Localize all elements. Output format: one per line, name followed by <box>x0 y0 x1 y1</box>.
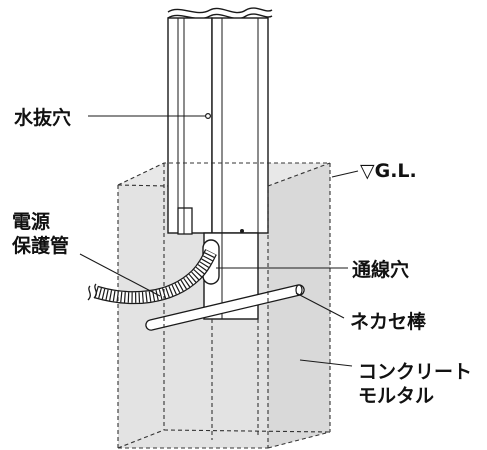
label-concrete-line2: モルタル <box>358 385 434 407</box>
concrete-front-top-edge <box>117 184 169 187</box>
label-ground-level: ▽G.L. <box>360 160 417 182</box>
conduit-cut-end <box>93 283 97 299</box>
post-bracket <box>177 207 193 235</box>
concrete-right-face <box>268 163 330 448</box>
concrete-dashed-edges <box>117 162 331 449</box>
post-right-face <box>211 17 269 234</box>
leader-ground-level <box>331 170 359 178</box>
leader-conduit <box>79 253 161 297</box>
concrete-bottom-left <box>117 429 165 449</box>
label-anchor-bar: ネカセ棒 <box>350 310 427 333</box>
label-conduit-line2: 保護管 <box>11 234 69 257</box>
leader-anchor-bar <box>295 292 345 319</box>
label-drain-hole: 水抜穴 <box>14 106 71 129</box>
concrete-bottom-right <box>267 431 331 449</box>
post-rivet <box>240 229 244 233</box>
leader-concrete <box>299 359 353 367</box>
conduit-cut-end-2 <box>87 285 91 301</box>
label-concrete-line1: コンクリート <box>358 361 472 383</box>
post-left-face <box>167 17 213 234</box>
label-wiring-hole: 通線穴 <box>352 258 409 281</box>
post-cut-top <box>167 7 273 14</box>
leader-lines <box>79 115 359 367</box>
conduit <box>87 249 217 305</box>
label-conduit-line1: 電源 <box>12 210 50 233</box>
post-cut-top-2 <box>167 13 273 20</box>
conduit-ribs <box>94 249 216 303</box>
drain-hole <box>205 112 212 119</box>
